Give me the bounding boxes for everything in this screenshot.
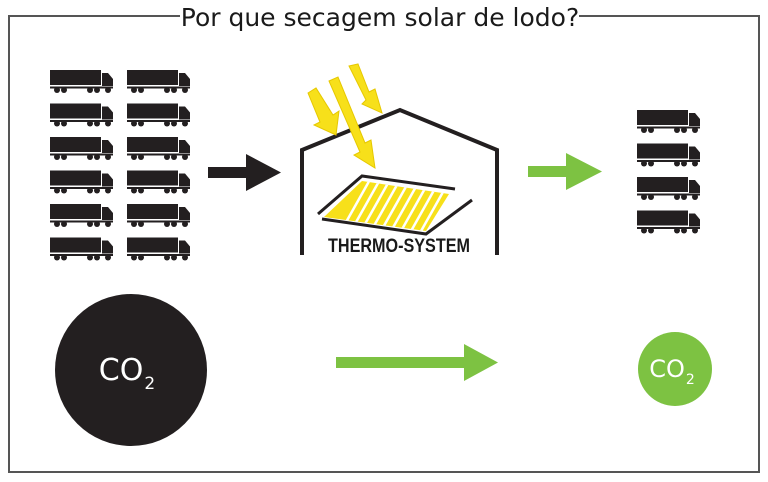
truck-icon: [50, 70, 113, 93]
arrow-right-icon: [528, 153, 602, 190]
truck-icon: [637, 110, 700, 133]
truck-icon: [127, 170, 190, 194]
brand-label: THERMO-SYSTEM: [328, 236, 470, 257]
co2-label-small: CO2: [649, 355, 695, 388]
truck-icon: [127, 204, 190, 227]
arrow-right-icon: [208, 154, 281, 191]
co2-circle-icon: CO2: [638, 332, 712, 406]
truck-icon: [50, 170, 113, 194]
truck-group-before: [50, 70, 190, 261]
sun-ray-icon: [307, 63, 383, 169]
page-title: Por que secagem solar de lodo?: [181, 3, 579, 32]
co2-label-large: CO2: [99, 353, 155, 394]
truck-icon: [127, 70, 190, 93]
truck-icon: [637, 143, 700, 167]
truck-group-after: [637, 110, 700, 234]
truck-icon: [50, 237, 113, 261]
truck-icon: [637, 177, 700, 200]
title-frame: [8, 15, 760, 473]
truck-icon: [50, 204, 113, 227]
arrow-right-icon: [336, 344, 498, 381]
truck-icon: [127, 103, 190, 127]
truck-icon: [637, 210, 700, 234]
truck-icon: [50, 137, 113, 160]
greenhouse-icon: THERMO-SYSTEM: [300, 63, 499, 257]
drying-bed: [317, 174, 473, 236]
truck-icon: [50, 103, 113, 127]
truck-icon: [127, 137, 190, 160]
co2-circle-icon: CO2: [55, 294, 207, 446]
truck-icon: [127, 237, 190, 261]
